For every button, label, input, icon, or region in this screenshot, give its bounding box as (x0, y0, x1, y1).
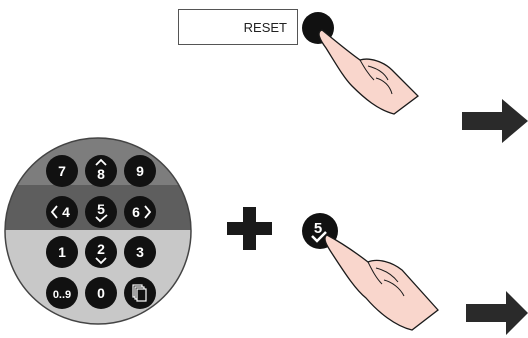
pointing-hand-icon-2 (325, 235, 438, 330)
reset-button-label: RESET (244, 20, 287, 35)
arrow-right-icon-1 (462, 99, 528, 143)
key-6-right[interactable]: 6 (124, 196, 156, 228)
key-8-up-label: 8 (97, 166, 105, 182)
key-4-left-label: 4 (62, 204, 70, 220)
key-6-right-circle[interactable] (124, 196, 156, 228)
confirm-key-label: 5 (314, 220, 322, 237)
key-4-left[interactable]: 4 (46, 196, 78, 228)
key-0-9-label: 0..9 (53, 289, 71, 301)
pointing-hand-icon-1 (319, 30, 418, 114)
key-1[interactable]: 1 (46, 236, 78, 268)
key-8-up[interactable]: 8 (85, 155, 117, 187)
key-9[interactable]: 9 (124, 155, 156, 187)
key-6-right-label: 6 (132, 204, 140, 220)
key-3[interactable]: 3 (124, 236, 156, 268)
document-stack-icon (133, 285, 146, 301)
key-2-down-label: 2 (97, 241, 105, 257)
key-2-down[interactable]: 2 (85, 236, 117, 268)
key-menu[interactable] (124, 277, 156, 309)
key-7-label: 7 (58, 163, 66, 179)
arrow-right-icon-2 (466, 291, 528, 335)
key-7[interactable]: 7 (46, 155, 78, 187)
reset-button[interactable]: RESET (178, 9, 298, 45)
key-3-label: 3 (136, 244, 144, 260)
key-1-label: 1 (58, 244, 66, 260)
key-0-label: 0 (97, 285, 105, 301)
key-5-confirm[interactable]: 5 (85, 196, 117, 228)
keypad: 7 8 9 4 5 6 1 2 3 0..9 0 (0, 130, 200, 330)
key-0[interactable]: 0 (85, 277, 117, 309)
key-5-confirm-label: 5 (97, 201, 105, 217)
key-0-9[interactable]: 0..9 (46, 277, 78, 309)
key-9-label: 9 (136, 163, 144, 179)
plus-icon (227, 207, 272, 250)
